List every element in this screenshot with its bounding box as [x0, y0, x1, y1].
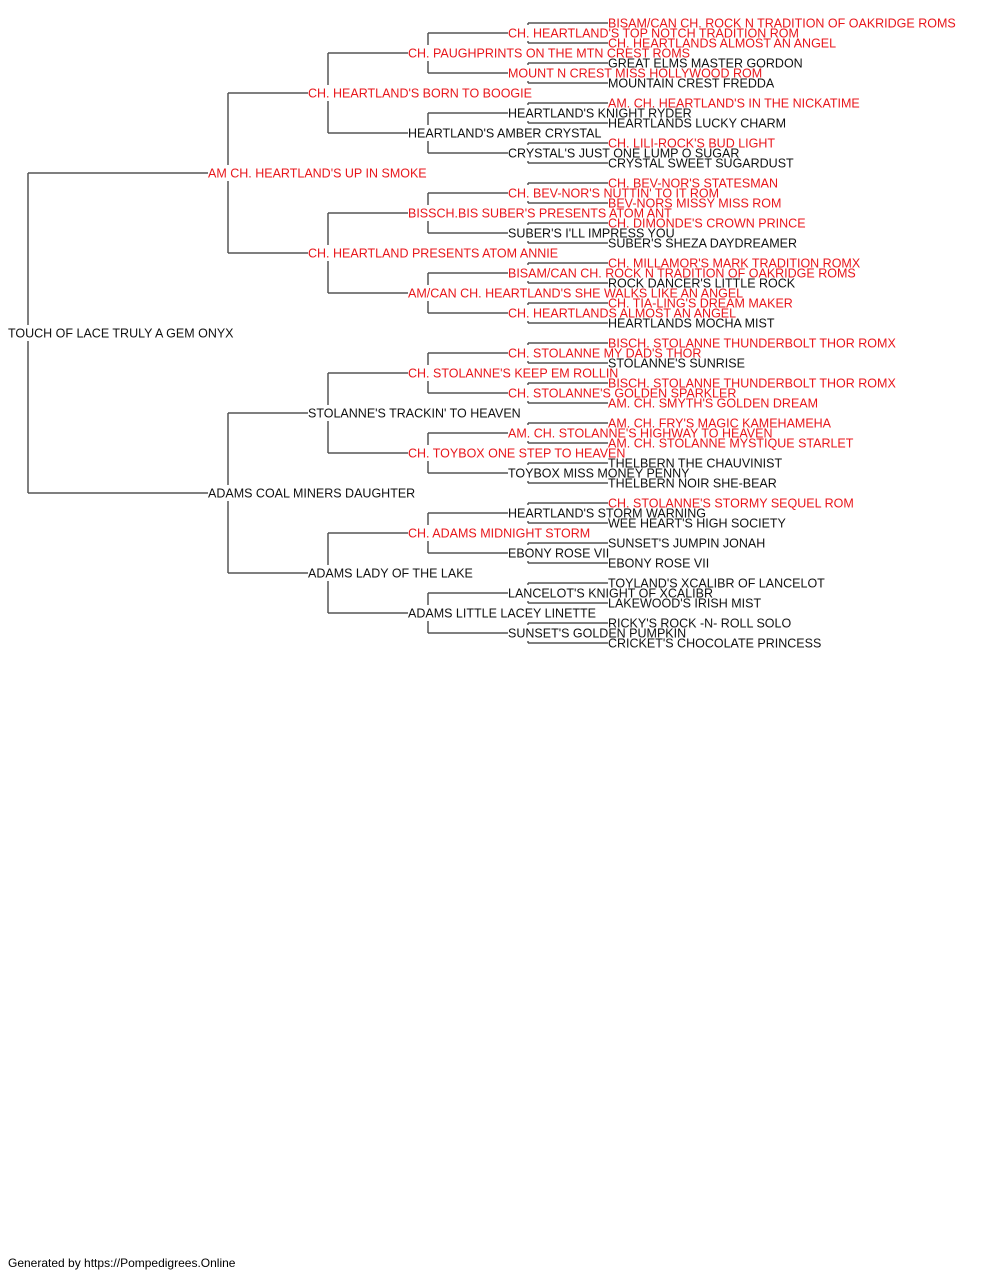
pedigree-name-gen5: CH. STOLANNE'S STORMY SEQUEL ROM — [608, 497, 854, 511]
pedigree-name-gen5: HEARTLANDS LUCKY CHARM — [608, 117, 786, 131]
pedigree-name-gen4: MOUNT N CREST MISS HOLLYWOOD ROM — [508, 67, 762, 81]
pedigree-name-gen4: AM. CH. STOLANNE'S HIGHWAY TO HEAVEN — [508, 427, 772, 441]
pedigree-name-gen3: ADAMS LITTLE LACEY LINETTE — [408, 607, 596, 621]
pedigree-name-gen4: HEARTLAND'S STORM WARNING — [508, 507, 706, 521]
pedigree-name-gen5: HEARTLANDS MOCHA MIST — [608, 317, 775, 331]
pedigree-name-gen5: CH. BEV-NOR'S STATESMAN — [608, 177, 778, 191]
pedigree-name-gen4: SUNSET'S GOLDEN PUMPKIN — [508, 627, 686, 641]
pedigree-name-gen3: CH. STOLANNE'S KEEP EM ROLLIN — [408, 367, 618, 381]
pedigree-name-gen3: HEARTLAND'S AMBER CRYSTAL — [408, 127, 601, 141]
pedigree-name-gen5: CRICKET'S CHOCOLATE PRINCESS — [608, 637, 821, 651]
pedigree-name-gen5: ROCK DANCER'S LITTLE ROCK — [608, 277, 796, 291]
pedigree-name-gen2: CH. HEARTLAND PRESENTS ATOM ANNIE — [308, 247, 558, 261]
pedigree-name-gen4: CRYSTAL'S JUST ONE LUMP O SUGAR — [508, 147, 739, 161]
pedigree-name-gen3: AM/CAN CH. HEARTLAND'S SHE WALKS LIKE AN… — [408, 287, 743, 301]
pedigree-name-gen5: CH. MILLAMOR'S MARK TRADITION ROMX — [608, 257, 861, 271]
pedigree-name-gen4: LANCELOT'S KNIGHT OF XCALIBR — [508, 587, 713, 601]
generated-by-footer: Generated by https://Pompedigrees.Online — [8, 1256, 236, 1270]
pedigree-name-gen4: CH. HEARTLAND'S TOP NOTCH TRADITION ROM — [508, 27, 799, 41]
pedigree-name-gen5: AM. CH. SMYTH'S GOLDEN DREAM — [608, 397, 818, 411]
pedigree-name-gen5: WEE HEART'S HIGH SOCIETY — [608, 517, 787, 531]
pedigree-name-gen0: TOUCH OF LACE TRULY A GEM ONYX — [8, 327, 234, 341]
pedigree-name-gen4: CH. HEARTLANDS ALMOST AN ANGEL — [508, 307, 736, 321]
pedigree-name-gen5: RICKY'S ROCK -N- ROLL SOLO — [608, 617, 791, 631]
pedigree-name-gen4: CH. BEV-NOR'S NUTTIN' TO IT ROM — [508, 187, 719, 201]
pedigree-name-gen5: AM. CH. HEARTLAND'S IN THE NICKATIME — [608, 97, 860, 111]
pedigree-name-gen5: STOLANNE'S SUNRISE — [608, 357, 745, 371]
pedigree-name-gen2: ADAMS LADY OF THE LAKE — [308, 567, 473, 581]
pedigree-name-gen2: CH. HEARTLAND'S BORN TO BOOGIE — [308, 87, 532, 101]
pedigree-name-gen5: SUBER'S SHEZA DAYDREAMER — [608, 237, 797, 251]
pedigree-name-gen3: CH. TOYBOX ONE STEP TO HEAVEN — [408, 447, 625, 461]
pedigree-name-gen5: EBONY ROSE VII — [608, 557, 709, 571]
pedigree-name-gen5: MOUNTAIN CREST FREDDA — [608, 77, 775, 91]
pedigree-name-gen5: BISAM/CAN CH. ROCK N TRADITION OF OAKRID… — [608, 17, 956, 31]
pedigree-name-gen3: BISSCH.BIS SUBER'S PRESENTS ATOM ANT — [408, 207, 672, 221]
pedigree-name-gen2: STOLANNE'S TRACKIN' TO HEAVEN — [308, 407, 521, 421]
pedigree-name-gen5: BEV-NORS MISSY MISS ROM — [608, 197, 781, 211]
pedigree-name-gen5: AM. CH. STOLANNE MYSTIQUE STARLET — [608, 437, 854, 451]
pedigree-name-gen5: AM. CH. FRY'S MAGIC KAMEHAMEHA — [608, 417, 832, 431]
pedigree-name-gen1: AM CH. HEARTLAND'S UP IN SMOKE — [208, 167, 427, 181]
pedigree-name-gen4: CH. STOLANNE MY DAD'S THOR — [508, 347, 701, 361]
pedigree-name-gen5: CH. TIA-LING'S DREAM MAKER — [608, 297, 793, 311]
pedigree-name-gen1: ADAMS COAL MINERS DAUGHTER — [208, 487, 415, 501]
pedigree-name-gen5: CH. HEARTLANDS ALMOST AN ANGEL — [608, 37, 836, 51]
pedigree-name-gen4: TOYBOX MISS MONEY PENNY — [508, 467, 690, 481]
pedigree-name-gen5: THELBERN NOIR SHE-BEAR — [608, 477, 777, 491]
pedigree-name-gen5: LAKEWOOD'S IRISH MIST — [608, 597, 761, 611]
pedigree-name-gen4: EBONY ROSE VII — [508, 547, 609, 561]
pedigree-name-gen5: CRYSTAL SWEET SUGARDUST — [608, 157, 794, 171]
pedigree-name-gen5: THELBERN THE CHAUVINIST — [608, 457, 782, 471]
pedigree-name-gen5: TOYLAND'S XCALIBR OF LANCELOT — [608, 577, 825, 591]
pedigree-name-gen5: SUNSET'S JUMPIN JONAH — [608, 537, 765, 551]
pedigree-name-gen5: GREAT ELMS MASTER GORDON — [608, 57, 803, 71]
pedigree-name-gen5: BISCH. STOLANNE THUNDERBOLT THOR ROMX — [608, 337, 896, 351]
pedigree-name-gen4: HEARTLAND'S KNIGHT RYDER — [508, 107, 692, 121]
pedigree-name-gen3: CH. PAUGHPRINTS ON THE MTN CREST ROMS — [408, 47, 690, 61]
pedigree-name-gen5: BISCH. STOLANNE THUNDERBOLT THOR ROMX — [608, 377, 896, 391]
pedigree-name-gen5: CH. LILI-ROCK'S BUD LIGHT — [608, 137, 775, 151]
pedigree-name-gen4: SUBER'S I'LL IMPRESS YOU — [508, 227, 675, 241]
pedigree-name-gen4: CH. STOLANNE'S GOLDEN SPARKLER — [508, 387, 736, 401]
pedigree-name-gen5: CH. DIMONDE'S CROWN PRINCE — [608, 217, 806, 231]
pedigree-name-gen3: CH. ADAMS MIDNIGHT STORM — [408, 527, 590, 541]
pedigree-name-gen4: BISAM/CAN CH. ROCK N TRADITION OF OAKRID… — [508, 267, 856, 281]
